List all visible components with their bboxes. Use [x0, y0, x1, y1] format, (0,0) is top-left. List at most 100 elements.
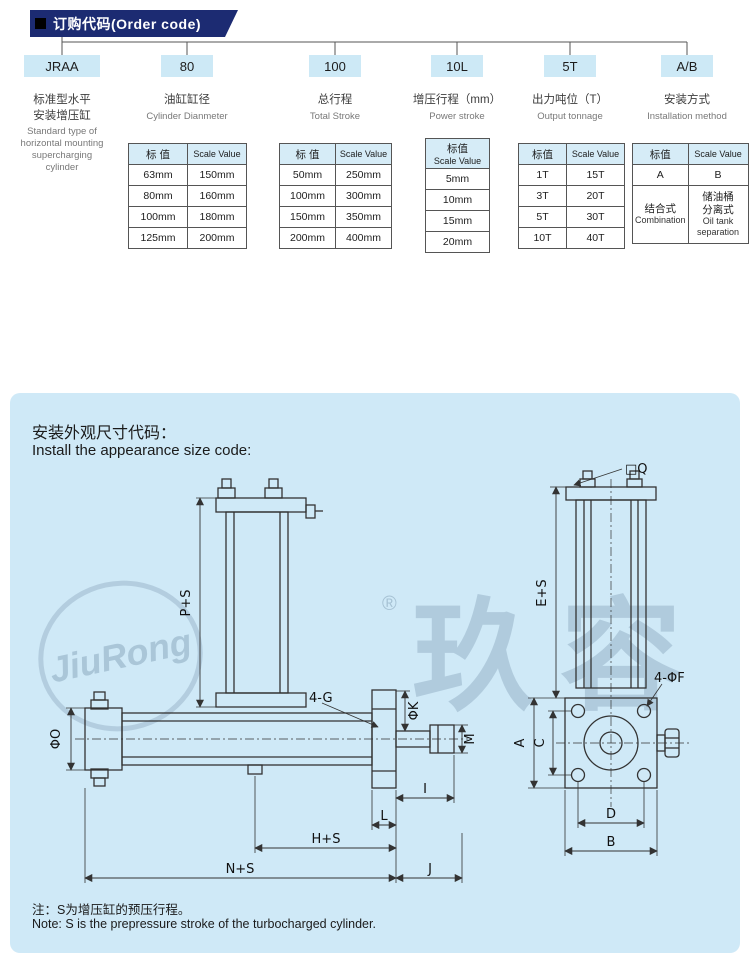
desc-installation: 安装方式 Installation method — [627, 93, 747, 122]
booster-cylinder-side-view — [215, 478, 323, 708]
page-title: 订购代码(Order code) — [53, 15, 202, 32]
install-option-en: Oil tank separation — [697, 216, 740, 238]
table-cell: 5mm — [425, 168, 490, 190]
desc-power-stroke-en: Power stroke — [429, 110, 485, 122]
dim-label-es: E+S — [535, 579, 550, 606]
panel-title-cn: 安装外观尺寸代码： — [32, 425, 177, 442]
dim-label-phi-k: ΦK — [407, 701, 422, 720]
desc-model-cn: 标准型水平 安装增压缸 — [33, 94, 91, 122]
dim-label-i: I — [423, 782, 427, 797]
table-cell: 180mm — [187, 206, 247, 228]
table-cell: 300mm — [335, 185, 392, 207]
desc-stroke-en: Total Stroke — [309, 110, 361, 122]
desc-tonnage: 出力吨位（T） Output tonnage — [500, 93, 640, 122]
dim-label-a: A — [513, 738, 528, 747]
note-en: Note: S is the prepressure stroke of the… — [32, 917, 376, 931]
table-cell: 20T — [566, 185, 625, 207]
code-box-power-stroke: 10L — [431, 55, 483, 77]
code-box-tonnage: 5T — [544, 55, 596, 77]
dim-label-j: J — [427, 862, 432, 877]
dim-label-ps: P+S — [179, 590, 194, 617]
table-cell: 50mm — [279, 164, 336, 186]
dim-label-hs: H+S — [312, 832, 341, 847]
desc-model-en: Standard type of horizontal mounting sup… — [20, 126, 104, 173]
table-header-cell: Scale Value — [335, 143, 392, 165]
table-cell: 10mm — [425, 189, 490, 211]
table-cell: 63mm — [128, 164, 188, 186]
table-cell: A — [632, 164, 689, 186]
table-cell: 5T — [518, 206, 567, 228]
cylinder-front-view — [564, 470, 680, 789]
table-cell: 20mm — [425, 231, 490, 253]
code-box-bore: 80 — [161, 55, 213, 77]
table-cell: 80mm — [128, 185, 188, 207]
header-banner: 订购代码(Order code) — [30, 10, 238, 37]
right-view-dimension-lines — [529, 468, 663, 856]
table-cell: 400mm — [335, 227, 392, 249]
desc-bore: 油缸缸径 Cylinder Dianmeter — [127, 93, 247, 122]
table-cell: 200mm — [279, 227, 336, 249]
dim-label-4g: 4-G — [309, 691, 333, 706]
table-header-en: Scale Value — [433, 156, 482, 166]
installation-table: 标值 Scale Value A B 结合式 Combination 储油桶 分… — [632, 143, 749, 244]
install-option-cn: 储油桶 分离式 — [702, 191, 734, 216]
install-option-cn: 结合式 — [644, 202, 677, 215]
dim-label-b: B — [607, 835, 616, 850]
left-view-extension-lines — [66, 497, 468, 883]
desc-bore-en: Cylinder Dianmeter — [146, 110, 228, 122]
code-box-stroke: 100 — [309, 55, 361, 77]
dim-label-phi-o: ΦO — [49, 729, 64, 749]
desc-power-stroke-cn: 增压行程（mm） — [412, 94, 502, 106]
right-view-extension-lines — [528, 486, 658, 856]
desc-installation-en: Installation method — [647, 110, 727, 122]
table-cell: B — [687, 164, 749, 186]
code-box-installation: A/B — [661, 55, 713, 77]
dimension-panel: JiuRong ® 玖容 安装外观尺寸代码： Install the appea… — [10, 393, 740, 953]
table-header-cell: 标值 — [518, 143, 567, 165]
panel-title-en: Install the appearance size code: — [32, 442, 252, 459]
table-cell: 40T — [566, 227, 625, 249]
table-header-cell: Scale Value — [187, 143, 247, 165]
table-header-cell: 标值 — [632, 143, 689, 165]
table-header-cell: Scale Value — [566, 143, 625, 165]
left-view-dimension-lines — [66, 497, 467, 883]
dim-label-l: L — [380, 809, 388, 824]
dim-label-d: D — [606, 807, 616, 822]
table-cell: 15T — [566, 164, 625, 186]
table-cell: 15mm — [425, 210, 490, 232]
table-cell: 3T — [518, 185, 567, 207]
dim-label-q: □Q — [625, 462, 648, 477]
note-cn: 注：S为增压缸的预压行程。 — [32, 903, 191, 917]
table-header-cell: 标 值 — [128, 143, 188, 165]
main-cylinder-side-view — [84, 689, 455, 789]
desc-installation-cn: 安装方式 — [664, 94, 710, 106]
table-cell: 100mm — [128, 206, 188, 228]
desc-model: 标准型水平 安装增压缸 Standard type of horizontal … — [2, 93, 122, 174]
table-cell: 30T — [566, 206, 625, 228]
desc-stroke: 总行程 Total Stroke — [275, 93, 395, 122]
table-cell: 200mm — [187, 227, 247, 249]
dim-label-4f: 4-ΦF — [654, 671, 685, 686]
table-cell: 100mm — [279, 185, 336, 207]
desc-tonnage-en: Output tonnage — [537, 110, 603, 122]
desc-tonnage-cn: 出力吨位（T） — [531, 94, 609, 106]
power-stroke-table: 标值 Scale Value 5mm 10mm 15mm 20mm — [425, 138, 490, 253]
order-code-connectors — [61, 37, 688, 55]
desc-stroke-cn: 总行程 — [317, 94, 353, 106]
table-header-cell: 标值 Scale Value — [425, 138, 490, 169]
table-cell: 1T — [518, 164, 567, 186]
dim-label-m: M — [463, 733, 478, 744]
table-cell: 150mm — [187, 164, 247, 186]
code-box-model: JRAA — [24, 55, 100, 77]
table-cell: 160mm — [187, 185, 247, 207]
table-cell: 10T — [518, 227, 567, 249]
desc-bore-cn: 油缸缸径 — [164, 94, 210, 106]
table-cell: 150mm — [279, 206, 336, 228]
table-cell: 储油桶 分离式 Oil tank separation — [687, 185, 749, 244]
dim-label-c: C — [533, 738, 548, 747]
install-option-en: Combination — [635, 215, 686, 226]
desc-power-stroke: 增压行程（mm） Power stroke — [387, 93, 527, 122]
banner-square-icon — [35, 18, 46, 29]
table-header-cn: 标值 — [447, 143, 468, 155]
